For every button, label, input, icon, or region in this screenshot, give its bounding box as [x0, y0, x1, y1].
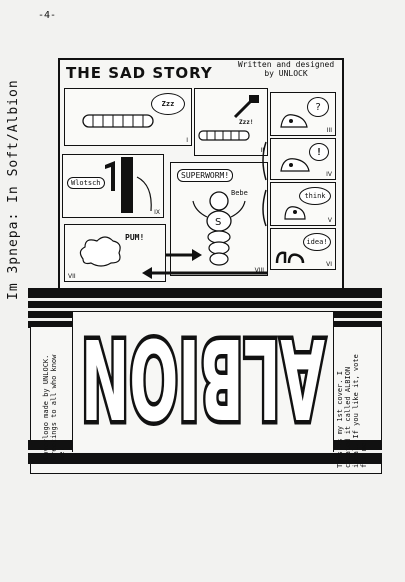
- panel-2-bubble: Zzz!: [239, 119, 254, 126]
- worm-sleeping-drawing: [82, 114, 154, 128]
- worm-thinking-drawing: [284, 206, 306, 220]
- panel-4: ! IV: [270, 138, 336, 180]
- worm-surprised-drawing: [280, 158, 310, 172]
- arrow-right-icon: [166, 249, 202, 261]
- panel-1: Zzz I: [64, 88, 192, 146]
- panel-8-caption: Bebe: [231, 189, 248, 197]
- panel-9: Wlotsch IX: [62, 154, 164, 218]
- side-handwritten-text: Im 3pnepa: In Soft/Albion: [6, 79, 21, 300]
- panel-6: idea! VI: [270, 228, 336, 270]
- panel-9-bubble: Wlotsch: [67, 177, 105, 189]
- albion-logo-text: ALBION: [81, 314, 325, 442]
- comic-byline: Written and designed by UNLOCK: [237, 60, 335, 78]
- panel-1-bubble: Zzz: [151, 93, 185, 115]
- panel-4-label: IV: [326, 171, 332, 178]
- panel-2: Zzz! II: [194, 88, 268, 156]
- albion-logo: ALBION: [72, 310, 334, 452]
- panel-6-label: VI: [326, 261, 332, 268]
- panel-8-label: VIII: [254, 267, 264, 274]
- right-comment-note: This is my 1st cover. I created it calle…: [336, 354, 368, 468]
- worm-idea-drawing: [275, 251, 305, 264]
- panel-3-label: III: [326, 127, 332, 134]
- panel-5-label: V: [327, 217, 332, 224]
- albion-logo-lettering: ALBION: [77, 310, 330, 447]
- svg-text:S: S: [215, 217, 221, 228]
- panel-2-label: II: [260, 147, 264, 154]
- panel-5: think V: [270, 182, 336, 226]
- worm-confused-drawing: [280, 114, 308, 128]
- panel-3-bubble: ?: [307, 97, 329, 117]
- explosion-cloud-drawing: [79, 236, 121, 267]
- panel-5-bubble: think: [299, 187, 331, 205]
- panel-8-bubble: SUPERWORM!: [177, 169, 234, 182]
- panel-4-bubble: !: [309, 143, 329, 161]
- left-credit-note: Coverlogo made by UNLOCK. Greetings to a…: [42, 354, 66, 460]
- panel-8: SUPERWORM! Bebe S VIII: [170, 162, 268, 276]
- arrow-down-icon: [262, 141, 267, 227]
- panel-9-label: IX: [154, 209, 160, 216]
- superworm-drawing: S: [192, 191, 246, 266]
- panel-6-bubble: idea!: [303, 233, 331, 251]
- panel-7-label: VII: [68, 273, 76, 280]
- arrow-left-icon: [142, 267, 268, 279]
- panel-7-bubble: PUM!: [125, 233, 145, 242]
- band-stripe-1: [28, 298, 382, 301]
- page-number: -4-: [38, 10, 57, 21]
- band-stripe-2: [28, 308, 382, 311]
- panel-3: ? III: [270, 92, 336, 136]
- panel-1-label: I: [186, 137, 188, 144]
- worm-hit-drawing: [198, 95, 259, 141]
- worm-fall-drawing: [105, 157, 152, 213]
- comic-title: THE SAD STORY: [66, 64, 213, 82]
